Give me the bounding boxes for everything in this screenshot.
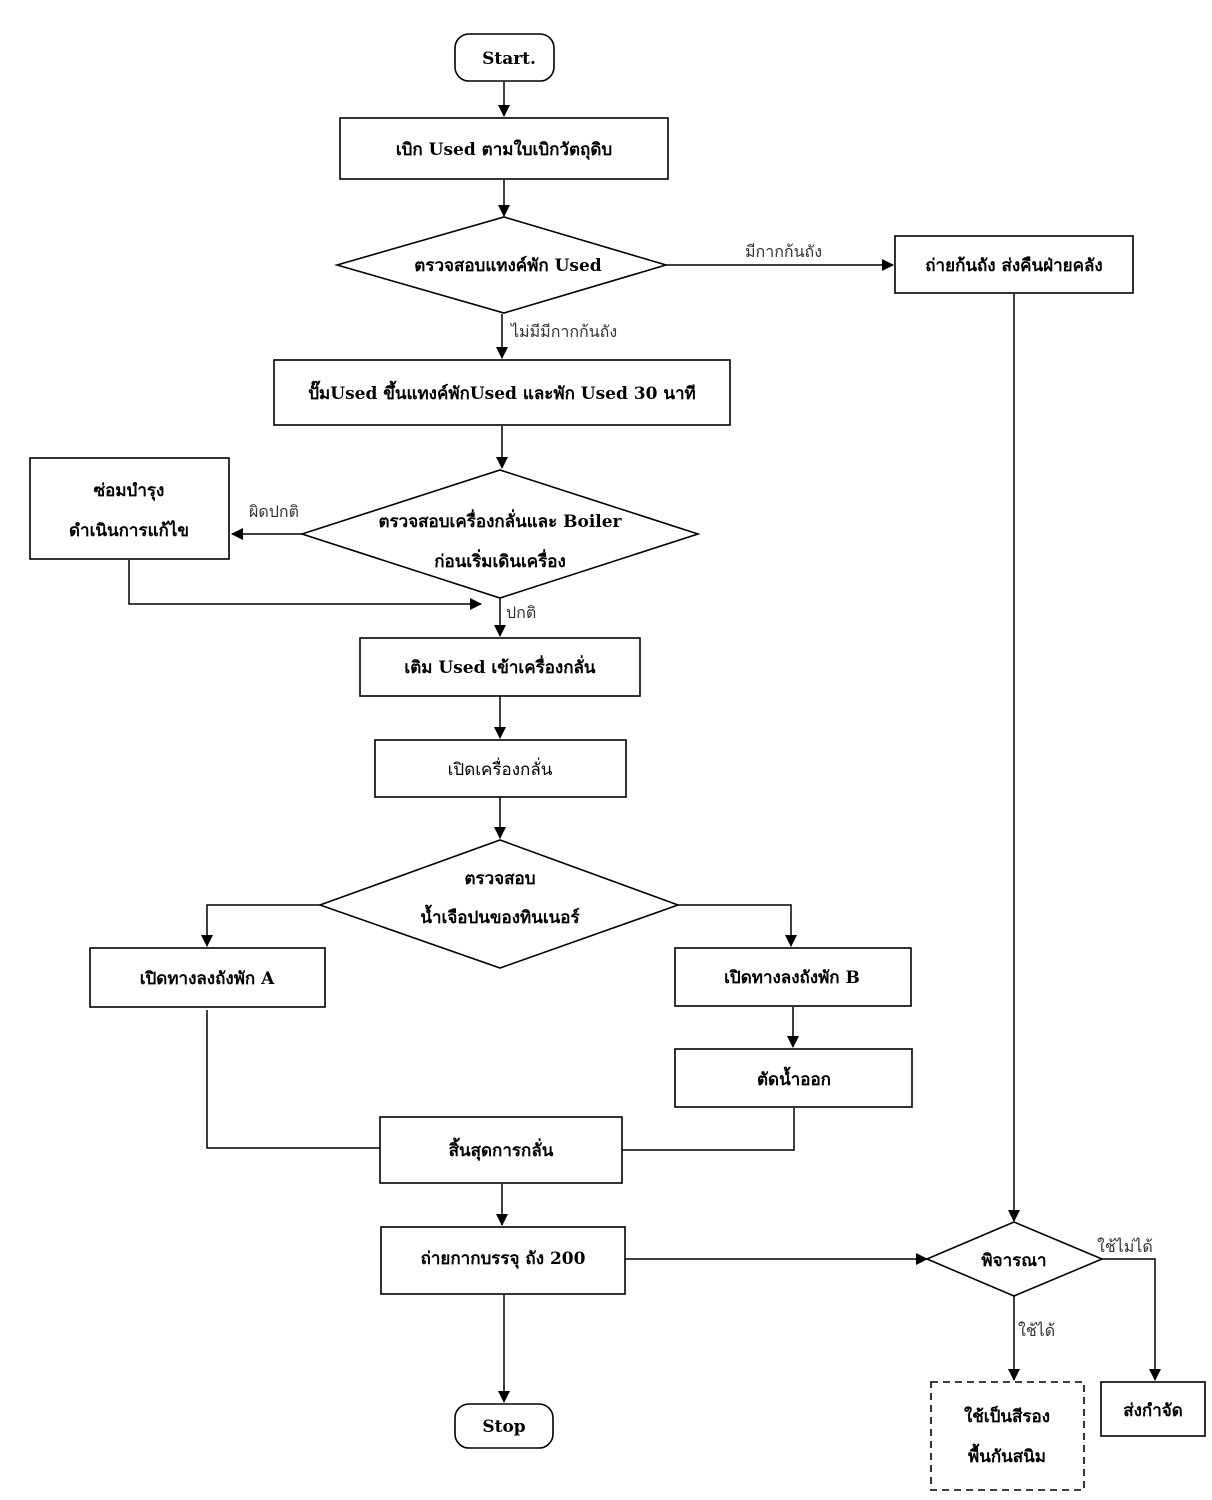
open-machine-box	[374, 739, 627, 798]
drain-tank-label: ถ่ายก้นถัง ส่งคืนฝ่ายคลัง	[925, 255, 1102, 276]
start-terminal	[454, 33, 555, 82]
check-machine-diamond	[299, 469, 701, 599]
end-distill-label: สิ้นสุดการกลั่น	[449, 1137, 554, 1161]
drain-tank-box	[894, 235, 1134, 294]
edge-label-unusable: ใช้ไม่ได้	[1097, 1237, 1153, 1256]
check-water-label-line2: น้ำเจือปนของทินเนอร์	[420, 904, 580, 928]
open-b-label: เปิดทางลงถังพัก B	[724, 968, 860, 988]
repair-box	[29, 457, 230, 560]
consider-diamond	[924, 1221, 1105, 1297]
consider-label: พิจารณา	[981, 1251, 1046, 1271]
connector	[206, 1010, 380, 1149]
withdraw-label: เบิก Used ตามใบเบิกวัตถุดิบ	[396, 139, 612, 160]
connector	[128, 560, 482, 610]
check-water-diamond	[317, 839, 681, 969]
pump-label: ปั๊มUsed ขึ้นแทงค์พักUsed และพัก Used 30…	[308, 380, 696, 404]
dispose-label: ส่งกำจัด	[1123, 1401, 1183, 1421]
check-tank-diamond	[334, 216, 669, 314]
dispose-box	[1100, 1381, 1206, 1437]
connector	[201, 904, 320, 947]
open-b-box	[674, 947, 912, 1007]
stop-label: Stop	[482, 1417, 525, 1437]
connector	[1102, 1258, 1161, 1381]
check-machine-label-line1: ตรวจสอบเครื่องกลั่นและ Boiler	[378, 509, 622, 532]
open-a-label: เปิดทางลงถังพัก A	[140, 969, 275, 989]
use-primer-box	[930, 1381, 1085, 1491]
edge-label-abnormal: ผิดปกติ	[249, 502, 299, 521]
start-label: Start.	[482, 49, 536, 69]
edge-label-usable: ใช้ได้	[1018, 1321, 1055, 1340]
connector	[678, 904, 797, 947]
edge-label-normal: ปกติ	[506, 603, 536, 622]
check-tank-label: ตรวจสอบแทงค์พัก Used	[414, 255, 602, 276]
withdraw-box	[339, 117, 669, 180]
connector	[622, 1108, 795, 1151]
stop-terminal	[454, 1403, 554, 1449]
pump-box	[273, 359, 731, 426]
use-primer-label-line2: พื้นกันสนิม	[968, 1443, 1046, 1467]
repair-label-line2: ดำเนินการแก้ไข	[69, 520, 189, 541]
open-a-box	[89, 947, 326, 1008]
drain-residue-label: ถ่ายกากบรรจุ ถัง 200	[421, 1249, 586, 1269]
check-machine-label-line2: ก่อนเริ่มเดินเครื่อง	[434, 549, 566, 572]
use-primer-label-line1: ใช้เป็นสีรอง	[964, 1404, 1050, 1427]
repair-label-line1: ซ่อมบำรุง	[94, 481, 165, 501]
edge-label-no-residue: ไม่มีมีกากก้นถัง	[509, 322, 617, 341]
drain-residue-box	[380, 1226, 626, 1295]
fill-label: เติม Used เข้าเครื่องกลั่น	[404, 655, 596, 678]
check-water-label-line1: ตรวจสอบ	[464, 869, 535, 889]
cut-water-label: ตัดน้ำออก	[757, 1066, 831, 1090]
fill-box	[359, 637, 641, 697]
cut-water-box	[674, 1048, 913, 1108]
open-machine-label: เปิดเครื่องกลั่น	[448, 757, 553, 780]
edge-label-has-residue: มีกากก้นถัง	[745, 242, 822, 261]
end-distill-box	[379, 1116, 623, 1184]
